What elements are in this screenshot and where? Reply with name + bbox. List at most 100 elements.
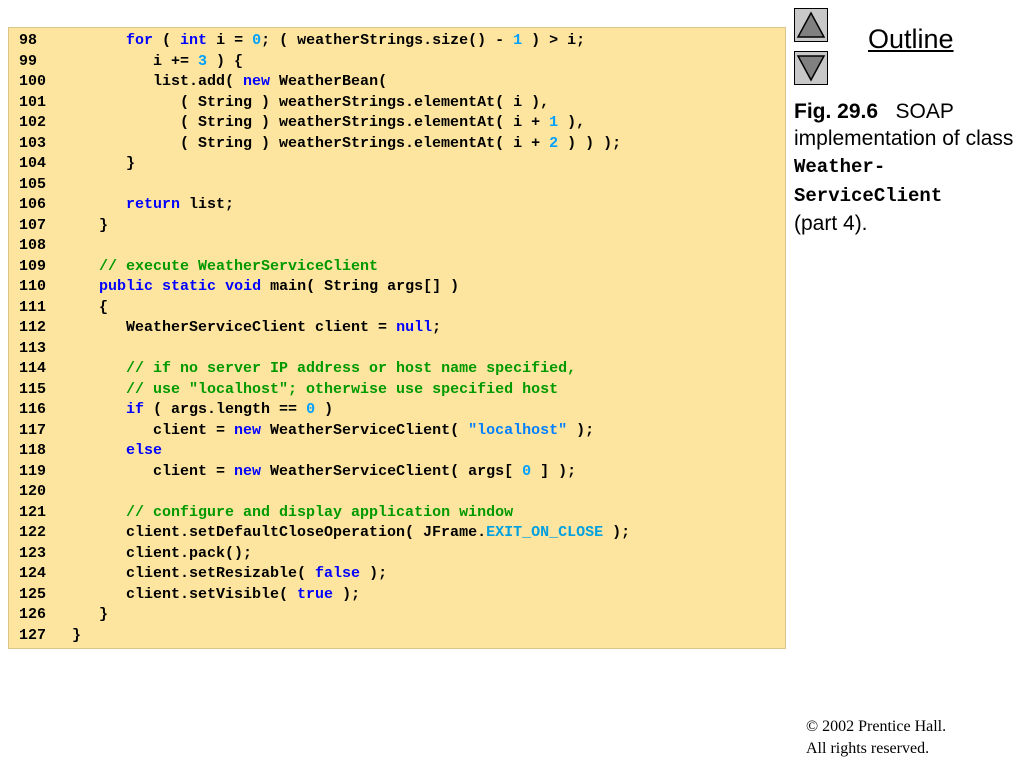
code-text: if ( args.length == 0 ) xyxy=(72,400,333,421)
code-token: ; xyxy=(432,319,442,336)
triangle-down-icon xyxy=(796,55,826,82)
code-text: // use "localhost"; otherwise use specif… xyxy=(72,380,558,401)
code-token xyxy=(72,401,126,418)
code-token: WeatherBean( xyxy=(270,73,388,90)
line-number: 104 xyxy=(19,155,47,172)
line-number: 110 xyxy=(19,278,47,295)
line-number: 114 xyxy=(19,360,47,377)
code-token: client.setResizable( xyxy=(72,565,316,582)
line-number: 106 xyxy=(19,196,47,213)
line-number: 105 xyxy=(19,175,47,193)
line-number: 116 xyxy=(19,401,47,418)
code-token: } xyxy=(72,606,109,623)
code-token xyxy=(72,381,126,398)
code-text: public static void main( String args[] ) xyxy=(72,277,459,298)
line-number: 107 xyxy=(19,216,47,234)
code-token: ; ( weatherStrings.size() - xyxy=(261,32,514,49)
code-token: else xyxy=(126,442,163,459)
code-token: } xyxy=(72,155,136,172)
line-number: 109 xyxy=(19,257,47,275)
figure-label: Fig. 29.6 xyxy=(794,100,879,123)
line-number: 100 xyxy=(19,73,47,90)
code-text: { xyxy=(72,298,108,319)
code-token: list.add( xyxy=(72,73,244,90)
code-token xyxy=(153,278,162,295)
code-token: WeatherServiceClient( args[ xyxy=(261,462,523,480)
line-number: 119 xyxy=(19,462,47,480)
line-number: 101 xyxy=(19,93,47,111)
code-text: ( String ) weatherStrings.elementAt( i +… xyxy=(72,134,621,155)
line-number: 108 xyxy=(19,237,47,254)
code-token: 2 xyxy=(549,134,559,152)
next-slide-button[interactable] xyxy=(794,51,828,85)
code-token: // configure and display application win… xyxy=(126,503,514,521)
triangle-up-icon xyxy=(796,11,826,38)
code-token: if xyxy=(126,401,145,418)
code-token: i += xyxy=(72,52,199,70)
code-token: public xyxy=(99,278,154,295)
line-number: 123 xyxy=(19,544,47,562)
code-text: client.setVisible( true ); xyxy=(72,585,360,606)
code-text: else xyxy=(72,441,162,462)
code-token: main( String args[] ) xyxy=(261,278,460,295)
code-token: ); xyxy=(360,565,388,582)
code-token: static xyxy=(162,278,217,295)
code-token: i = xyxy=(207,32,253,49)
code-token: 3 xyxy=(198,52,208,70)
line-number: 124 xyxy=(19,565,47,582)
code-text: client = new WeatherServiceClient( args[… xyxy=(72,462,576,483)
code-token: EXIT_ON_CLOSE xyxy=(486,524,604,541)
code-token: ), xyxy=(558,114,586,131)
code-text: } xyxy=(72,154,135,175)
code-token: client.setVisible( xyxy=(72,585,298,603)
code-token: false xyxy=(315,565,361,582)
code-token xyxy=(72,504,126,521)
code-token: ( xyxy=(153,32,181,49)
code-token: for xyxy=(126,32,154,49)
caption-part: (part 4). xyxy=(794,212,868,235)
code-token: 0 xyxy=(522,462,532,480)
code-token: WeatherServiceClient client = xyxy=(72,319,397,336)
code-text: i += 3 ) { xyxy=(72,52,243,73)
code-text: // configure and display application win… xyxy=(72,503,513,524)
code-token xyxy=(72,360,126,377)
caption-class-name-part2: ServiceClient xyxy=(794,185,943,207)
code-token: new xyxy=(234,421,262,439)
code-text: list.add( new WeatherBean( xyxy=(72,72,387,93)
code-token xyxy=(72,278,99,295)
copyright-notice: © 2002 Prentice Hall. All rights reserve… xyxy=(806,716,946,760)
code-token: client = xyxy=(72,421,235,439)
code-token: void xyxy=(225,278,262,295)
line-number: 103 xyxy=(19,134,47,152)
line-number: 118 xyxy=(19,442,47,459)
code-token: 0 xyxy=(306,401,316,418)
code-text: ( String ) weatherStrings.elementAt( i )… xyxy=(72,93,549,114)
code-token: client.pack(); xyxy=(72,544,253,562)
copyright-line-1: © 2002 Prentice Hall. xyxy=(806,718,947,735)
code-token: ); xyxy=(567,421,595,439)
line-number: 126 xyxy=(19,606,47,623)
code-token: client.setDefaultCloseOperation( JFrame. xyxy=(72,524,487,541)
copyright-line-2: All rights reserved. xyxy=(806,740,930,757)
code-token: ); xyxy=(603,524,631,541)
code-text: for ( int i = 0; ( weatherStrings.size()… xyxy=(72,31,585,52)
previous-slide-button[interactable] xyxy=(794,8,828,42)
outline-link[interactable]: Outline xyxy=(868,24,954,54)
code-token: true xyxy=(297,585,334,603)
line-number: 111 xyxy=(19,298,47,316)
code-text: } xyxy=(72,216,108,237)
code-text: ( String ) weatherStrings.elementAt( i +… xyxy=(72,113,585,134)
line-number: 99 xyxy=(19,52,38,70)
code-text: // if no server IP address or host name … xyxy=(72,359,576,380)
line-number: 112 xyxy=(19,319,47,336)
line-number: 125 xyxy=(19,585,47,603)
code-token xyxy=(72,258,99,275)
code-token xyxy=(72,32,126,49)
code-token: // if no server IP address or host name … xyxy=(126,360,577,377)
code-text: } xyxy=(72,626,81,647)
code-token: new xyxy=(243,73,271,90)
code-token: } xyxy=(72,216,109,234)
code-token xyxy=(72,442,126,459)
code-token: } xyxy=(72,626,82,644)
line-number: 98 xyxy=(19,32,38,49)
